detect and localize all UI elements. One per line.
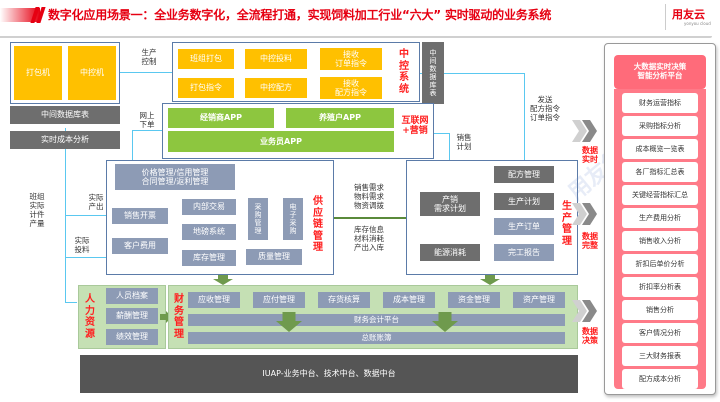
analytics-item[interactable]: 成本概览一览表	[622, 139, 698, 159]
connector-line	[524, 73, 525, 198]
packer-machine[interactable]: 打包机	[14, 46, 62, 100]
quality-mgmt[interactable]: 质量管理	[246, 249, 302, 265]
analytics-item[interactable]: 配方成本分析	[622, 369, 698, 389]
receivables-mgmt[interactable]: 应收管理	[188, 292, 240, 308]
header-decoration	[0, 8, 40, 22]
weighbridge-system[interactable]: 地磅系统	[182, 224, 236, 240]
iuap-platform[interactable]: IUAP-业务中台、技术中台、数据中台	[80, 355, 578, 393]
logo-divider	[665, 4, 666, 30]
label-sales-plan: 销售 计划	[456, 133, 472, 151]
connector-line	[65, 215, 110, 216]
production-title: 生 产 管 理	[562, 201, 572, 247]
analytics-item[interactable]: 财务运营指标	[622, 93, 698, 113]
internet-title: 互联网 +营销	[401, 116, 429, 137]
analytics-item[interactable]: 各厂指标汇总表	[622, 162, 698, 182]
label-sc-flow-bottom: 库存信息 材料消耗 产出入库	[354, 225, 384, 252]
chevron-right-icon	[572, 120, 597, 142]
data-complete-label: 数据 完整	[582, 232, 598, 251]
analytics-panel-title: 大数据实时决策 智能分析平台	[614, 55, 706, 89]
salary-mgmt[interactable]: 薪酬管理	[106, 308, 158, 324]
analytics-item[interactable]: 销售分析	[622, 300, 698, 320]
data-decision-label: 数据 决策	[582, 327, 598, 346]
connector-line	[132, 130, 167, 131]
analytics-item[interactable]: 生产费用分析	[622, 208, 698, 228]
supply-chain-title: 供 应 链 管 理	[313, 196, 323, 254]
data-realtime-label: 数据 实时	[582, 146, 598, 165]
bidirectional-arrow	[334, 217, 408, 219]
chevron-right-icon	[572, 300, 597, 322]
packing-cmd[interactable]: 打包指令	[178, 78, 234, 98]
performance-mgmt[interactable]: 绩效管理	[106, 329, 158, 345]
control-feeding[interactable]: 中控投料	[245, 49, 307, 69]
mid-db-table[interactable]: 中间数据库表	[10, 106, 120, 124]
salesman-app[interactable]: 业务员APP	[168, 131, 394, 152]
label-online-order: 网上 下单	[139, 111, 155, 129]
energy-consumption[interactable]: 能源消耗	[420, 244, 480, 261]
down-arrow-icon	[213, 275, 233, 285]
sales-invoice[interactable]: 销售开票	[112, 208, 168, 224]
finance-title: 财 务 管 理	[174, 294, 184, 340]
production-order[interactable]: 生产订单	[494, 218, 554, 235]
realtime-cost-analysis[interactable]: 实时成本分析	[10, 131, 120, 149]
central-control-title: 中 控 系 统	[399, 49, 409, 95]
customer-fee[interactable]: 客户费用	[112, 238, 168, 254]
inventory-accounting[interactable]: 存货核算	[318, 292, 370, 308]
analytics-item[interactable]: 关键经营指标汇总	[622, 185, 698, 205]
label-production-control: 生产 控制	[141, 48, 157, 66]
analytics-item[interactable]: 销售收入分析	[622, 231, 698, 251]
connector-line	[120, 72, 175, 73]
general-ledger[interactable]: 总账账簿	[188, 332, 565, 344]
analytics-item[interactable]: 三大财务报表	[622, 346, 698, 366]
label-actual-input: 实际 投料	[74, 236, 90, 254]
control-formula[interactable]: 中控配方	[245, 78, 307, 98]
price-credit-mgmt[interactable]: 价格管理/信用管理 合同管理/返利管理	[115, 164, 235, 190]
label-team-output: 班组 实际 计件 产量	[29, 192, 45, 228]
finance-platform[interactable]: 财务会计平台	[188, 314, 565, 326]
logo: 用友云	[672, 8, 705, 21]
logo-subtitle: yonyou cloud	[684, 21, 711, 26]
team-packing[interactable]: 班组打包	[178, 49, 234, 69]
down-arrow-icon	[480, 275, 500, 285]
label-sc-flow-top: 销售需求 物料需求 物资调拨	[354, 183, 384, 210]
asset-mgmt[interactable]: 资产管理	[513, 292, 565, 308]
formula-mgmt[interactable]: 配方管理	[494, 166, 554, 183]
inventory-mgmt[interactable]: 库存管理	[182, 250, 236, 266]
e-purchase[interactable]: 电 子 采 购	[283, 198, 303, 240]
control-machine[interactable]: 中控机	[68, 46, 116, 100]
cost-mgmt[interactable]: 成本管理	[383, 292, 435, 308]
analytics-item[interactable]: 折扣后单价分析	[622, 254, 698, 274]
dealer-app[interactable]: 经销商APP	[168, 108, 274, 128]
receive-order-cmd[interactable]: 接收 订单指令	[320, 48, 382, 70]
side-mid-db[interactable]: 中 间 数 据 库 表	[422, 42, 444, 104]
chevron-right-icon	[572, 203, 597, 225]
production-plan[interactable]: 生产计划	[494, 193, 554, 210]
fund-mgmt[interactable]: 资金管理	[448, 292, 500, 308]
purchase-mgmt[interactable]: 采 购 管 理	[248, 198, 268, 240]
analytics-item[interactable]: 客户情况分析	[622, 323, 698, 343]
page-title: 数字化应用场景一：全业务数字化，全流程打通，实现饲料加工行业“六大” 实时驱动的…	[48, 8, 552, 22]
receive-formula-cmd[interactable]: 接收 配方指令	[320, 77, 382, 99]
label-send-cmds: 发送 配方指令 订单指令	[530, 95, 560, 122]
demand-plan[interactable]: 产销 需求计划	[420, 192, 480, 216]
farmer-app[interactable]: 养殖户APP	[286, 108, 394, 128]
analytics-item[interactable]: 采购指标分析	[622, 116, 698, 136]
personnel-files[interactable]: 人员档案	[106, 288, 158, 304]
payables-mgmt[interactable]: 应付管理	[253, 292, 305, 308]
header-divider	[0, 36, 712, 38]
connector-line	[400, 73, 525, 74]
internal-trade[interactable]: 内部交易	[182, 199, 236, 215]
label-actual-output: 实际 产出	[88, 193, 104, 211]
connector-line	[65, 302, 77, 303]
completion-report[interactable]: 完工报告	[494, 244, 554, 261]
hr-title: 人 力 资 源	[85, 294, 95, 340]
analytics-item[interactable]: 折扣率分析表	[622, 277, 698, 297]
